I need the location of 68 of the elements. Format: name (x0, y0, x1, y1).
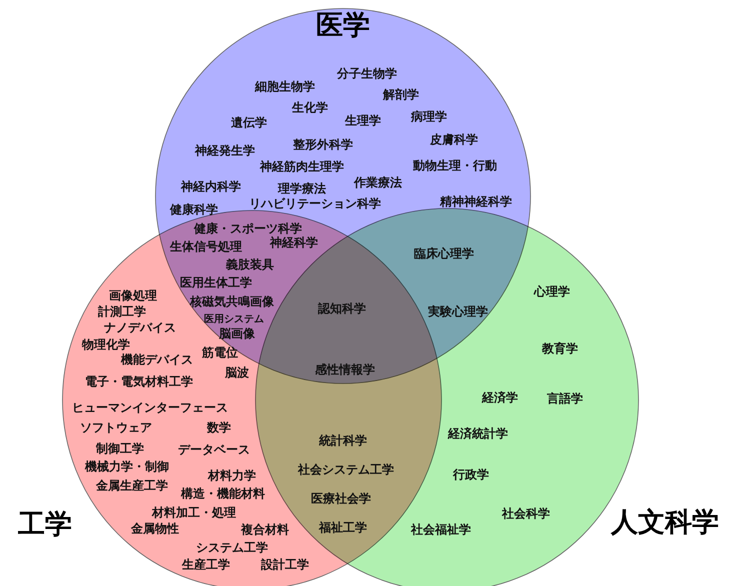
field-label: 材料力学 (208, 468, 256, 484)
field-label: 細胞生物学 (255, 78, 315, 96)
field-label: 認知科学 (318, 300, 366, 318)
field-label: データベース (178, 442, 250, 458)
field-label: 経済統計学 (448, 426, 508, 442)
field-label: 社会福祉学 (411, 522, 471, 538)
field-label: 計測工学 (98, 304, 146, 320)
field-label: ヒューマンインターフェース (72, 400, 228, 416)
field-label: 感性情報学 (315, 362, 375, 378)
field-label: 制御工学 (96, 440, 144, 458)
field-label: 義肢装具 (226, 256, 274, 274)
field-label: 作業療法 (354, 174, 402, 192)
set-title: 医学 (316, 9, 370, 43)
field-label: 金属物性 (131, 520, 179, 538)
field-label: 画像処理 (109, 288, 157, 304)
field-label: 分子生物学 (337, 66, 397, 82)
field-label: 病理学 (411, 108, 447, 126)
field-label: 金属生産工学 (96, 478, 168, 494)
field-label: 精神神経科学 (440, 194, 512, 210)
field-label: 行政学 (453, 466, 489, 484)
field-label: 機械力学・制御 (85, 458, 169, 476)
field-label: 生化学 (292, 100, 328, 116)
field-label: 健康・スポーツ科学 (194, 220, 302, 236)
field-label: 材料加工・処理 (152, 504, 236, 522)
field-label: 社会システム工学 (298, 462, 394, 478)
field-label: 筋電位 (202, 344, 238, 362)
field-label: 皮膚科学 (430, 132, 478, 148)
field-label: 生産工学 (182, 556, 230, 574)
field-label: ソフトウェア (80, 420, 152, 436)
field-label: 機能デバイス (121, 352, 193, 368)
field-label: 核磁気共鳴画像 (190, 294, 274, 310)
field-label: 言語学 (547, 390, 583, 408)
field-label: 健康科学 (170, 202, 218, 218)
field-label: 動物生理・行動 (413, 158, 497, 174)
set-title: 人文科学 (611, 506, 719, 540)
field-label: 電子・電気材料工学 (85, 374, 193, 390)
field-label: 脳波 (225, 364, 249, 382)
field-label: 脳画像 (219, 326, 255, 342)
field-label: 神経筋肉生理学 (260, 158, 344, 176)
field-label: 福祉工学 (319, 520, 367, 536)
field-label: 教育学 (542, 340, 578, 358)
field-label: 医用生体工学 (180, 274, 252, 292)
field-label: 医療社会学 (311, 490, 371, 508)
field-label: 物理化学 (82, 336, 130, 354)
field-label: 神経科学 (270, 234, 318, 252)
field-label: 臨床心理学 (414, 246, 474, 262)
field-label: 心理学 (534, 284, 570, 300)
field-label: システム工学 (196, 540, 268, 556)
field-label: 医用システム (204, 313, 264, 326)
field-label: 整形外科学 (293, 136, 353, 154)
field-label: 設計工学 (261, 556, 309, 574)
field-label: ナノデバイス (104, 320, 176, 336)
field-label: 数学 (207, 420, 231, 436)
field-label: 構造・機能材料 (181, 486, 265, 502)
field-label: 神経内科学 (181, 178, 241, 196)
field-label: 生理学 (345, 112, 381, 130)
field-label: 理学療法 (278, 180, 326, 198)
field-label: 社会科学 (502, 506, 550, 522)
field-label: 複合材料 (241, 522, 289, 538)
field-label: 統計科学 (319, 432, 367, 450)
set-title: 工学 (18, 508, 72, 542)
field-label: 生体信号処理 (170, 238, 242, 256)
field-label: 解剖学 (383, 86, 419, 104)
field-label: 経済学 (482, 390, 518, 406)
field-label: 遺伝学 (231, 114, 267, 132)
field-label: 実験心理学 (428, 304, 488, 320)
field-label: 神経発生学 (195, 142, 255, 160)
field-label: リハビリテーション科学 (249, 196, 381, 212)
